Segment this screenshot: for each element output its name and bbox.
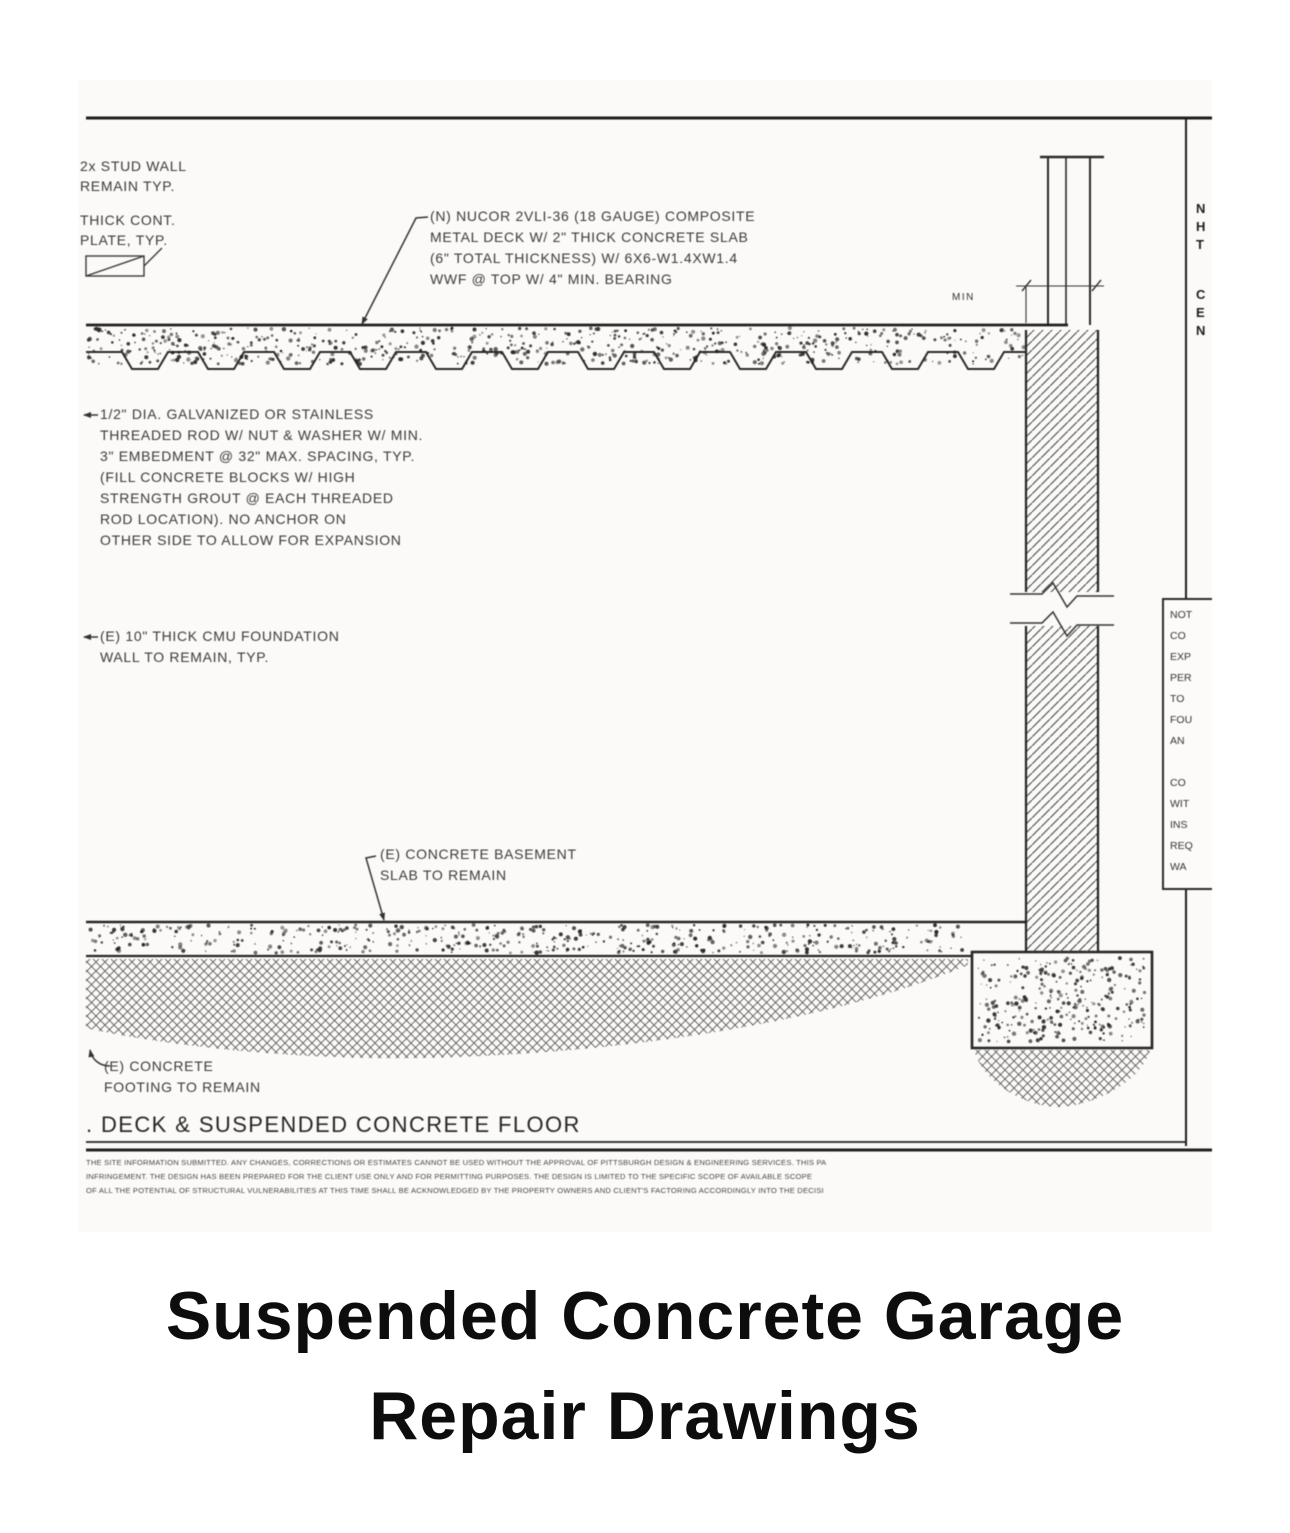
break-symbol	[1010, 581, 1114, 638]
footing-concrete-stipple	[977, 956, 1147, 1044]
footing-outline	[970, 950, 1154, 1050]
basement-slab-lines	[86, 920, 1026, 958]
deck-concrete-stipple	[86, 325, 1026, 367]
sheet-title: . DECK & SUSPENDED CONCRETE FLOOR	[86, 1112, 581, 1137]
title-rules	[86, 1141, 1212, 1152]
min-bearing-label: MIN	[952, 292, 975, 303]
cmu-wall-section	[1010, 330, 1114, 952]
disclaimer-fine-print: THE SITE INFORMATION SUBMITTED. ANY CHAN…	[86, 1158, 827, 1195]
bearing-dimension	[1016, 279, 1104, 323]
annotation-cont-plate: THICK CONT.PLATE, TYP.	[80, 212, 176, 248]
drawing-linework	[83, 116, 1212, 1152]
stud-wall-above	[1040, 155, 1104, 325]
plate-sketch	[85, 247, 163, 277]
composite-metal-deck	[86, 323, 1068, 370]
slab-concrete-stipple	[88, 923, 964, 955]
leader-lines	[83, 216, 429, 1067]
earth-crosshatch	[86, 959, 1150, 1107]
